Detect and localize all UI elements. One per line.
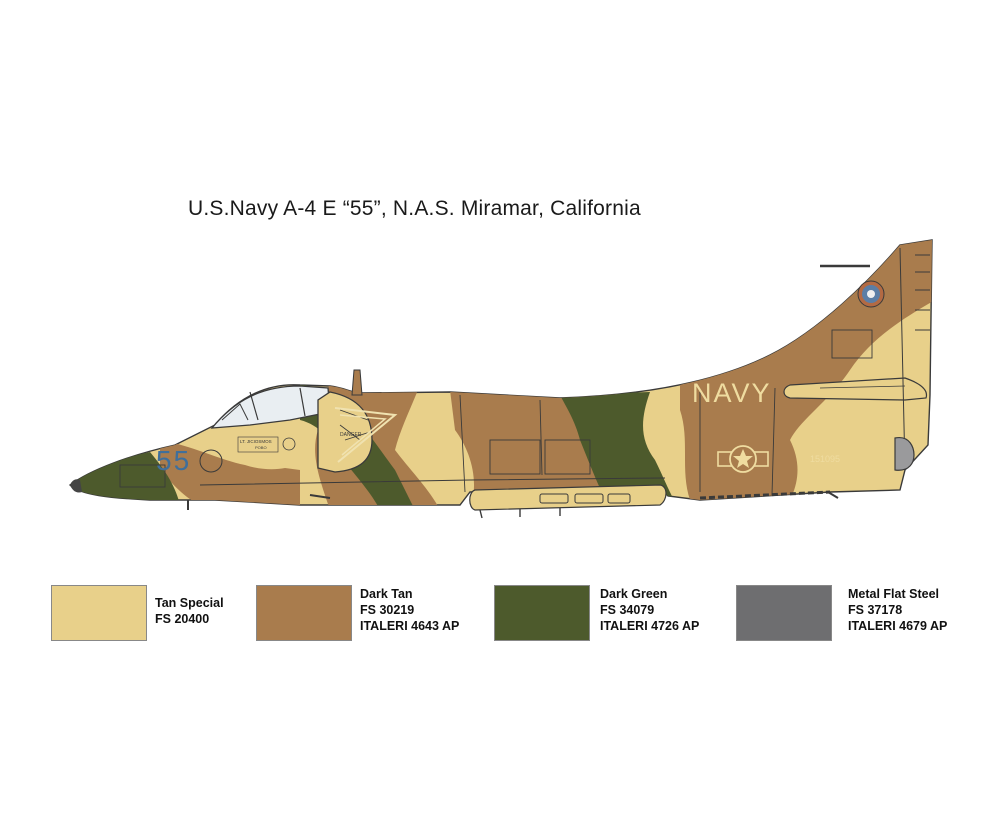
color-fs-code: FS 20400 [155, 612, 210, 626]
nose-tip [70, 479, 82, 493]
squadron-tail-badge-icon [857, 280, 885, 308]
side-number: 55 [156, 445, 191, 476]
danger-chevron-icon [334, 407, 398, 463]
color-fs-code: FS 34079 [600, 603, 655, 617]
color-fs-code: FS 37178 [848, 603, 903, 617]
swatch-tan-special [51, 585, 147, 641]
color-italeri-code: ITALERI 4726 AP [600, 619, 700, 633]
exhaust-nozzle [894, 436, 915, 471]
camo-dark-tan-nose [160, 440, 300, 505]
pilot-sub: POBO [255, 445, 267, 450]
danger-label: DANGER [340, 432, 362, 438]
color-italeri-code: ITALERI 4679 AP [848, 619, 948, 633]
tail-skid-bar [699, 490, 831, 500]
serial-number: 151095 [810, 454, 840, 464]
color-name: Metal Flat Steel [848, 587, 939, 601]
label-metal-flat-steel: Metal Flat Steel FS 37178 ITALERI 4679 A… [848, 586, 947, 634]
label-dark-tan: Dark Tan FS 30219 ITALERI 4643 AP [360, 586, 459, 634]
service-marking: NAVY [692, 378, 772, 408]
wing-root-line [199, 477, 666, 486]
horizontal-stabilizer [783, 377, 928, 401]
color-italeri-code: ITALERI 4643 AP [360, 619, 460, 633]
color-fs-code: FS 30219 [360, 603, 415, 617]
pilot-name: LT. JICIOSMOS [240, 439, 272, 444]
national-insignia-icon [717, 445, 769, 473]
color-name: Dark Green [600, 587, 668, 601]
swatch-dark-tan [256, 585, 352, 641]
color-name: Dark Tan [360, 587, 413, 601]
label-dark-green: Dark Green FS 34079 ITALERI 4726 AP [600, 586, 699, 634]
antenna-mast [351, 369, 363, 396]
air-intake [317, 391, 373, 473]
camo-dark-green-2 [560, 392, 680, 505]
profile-title: U.S.Navy A-4 E “55”, N.A.S. Miramar, Cal… [188, 197, 641, 220]
label-tan-special: Tan Special FS 20400 [155, 595, 224, 627]
swatch-dark-green [494, 585, 590, 641]
color-name: Tan Special [155, 596, 224, 610]
swatch-metal-flat-steel [736, 585, 832, 641]
